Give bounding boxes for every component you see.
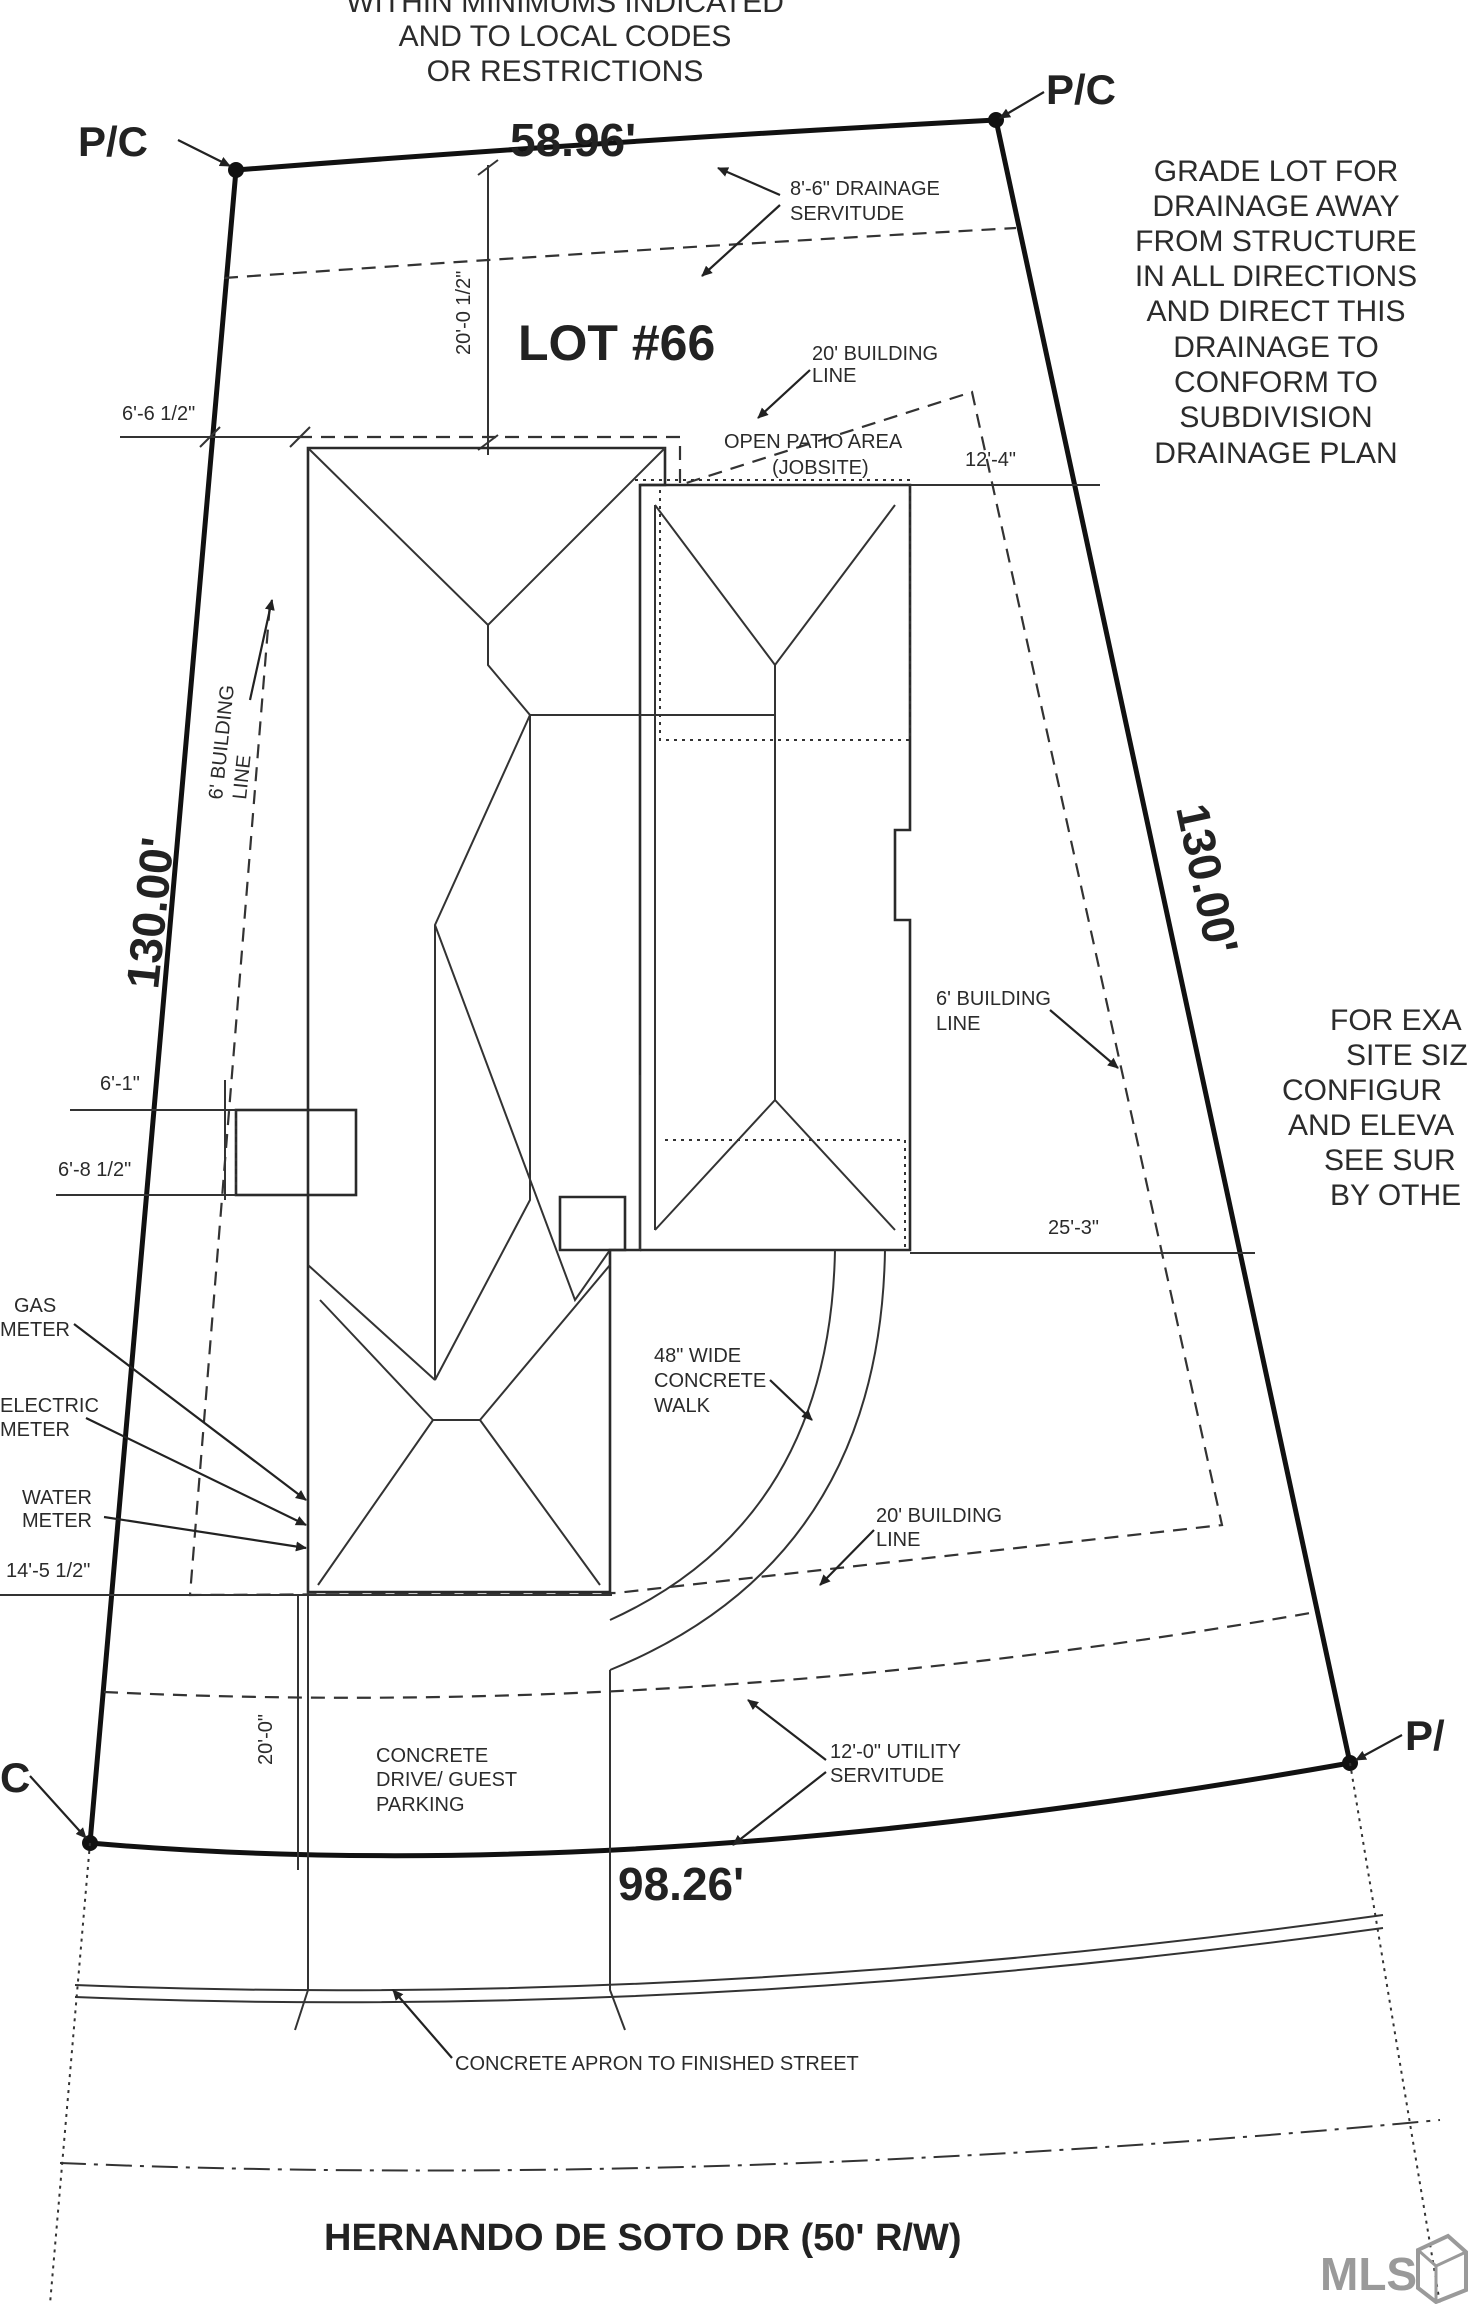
label-building-line-6-right-1: 6' BUILDING: [936, 988, 1051, 1010]
label-building-line-6-left-2: LINE: [229, 754, 256, 801]
svg-text:CONFIGUR: CONFIGUR: [1282, 1074, 1442, 1107]
drainage-servitude-line: [223, 226, 1017, 280]
svg-text:CONFORM TO: CONFORM TO: [1174, 366, 1378, 399]
pc-label-top-right: P/C: [1046, 66, 1116, 113]
svg-text:WITHIN MINIMUMS INDICATED: WITHIN MINIMUMS INDICATED: [346, 0, 784, 19]
dim-patio-right: 12'-4": [965, 449, 1016, 471]
label-gas-meter-2: METER: [0, 1319, 70, 1341]
grade-note: GRADE LOT FOR DRAINAGE AWAY FROM STRUCTU…: [1135, 155, 1417, 470]
label-drive-3: PARKING: [376, 1794, 465, 1816]
label-open-patio-2: (JOBSITE): [772, 457, 869, 479]
dim-left-61: 6'-1": [100, 1073, 140, 1095]
walk-curve-inner: [609, 1249, 836, 1621]
svg-text:FOR EXA: FOR EXA: [1330, 1004, 1462, 1037]
label-building-line-20-bottom-2: LINE: [876, 1529, 920, 1551]
svg-text:SUBDIVISION: SUBDIVISION: [1179, 401, 1372, 434]
lot-boundary: [87, 117, 1353, 1859]
curb-line-1: [74, 1914, 1384, 1992]
dim-left-side: 130.00': [116, 835, 184, 991]
label-utility-servitude-1: 12'-0" UTILITY: [830, 1741, 961, 1763]
label-walk-2: CONCRETE: [654, 1370, 766, 1392]
curb-line-2: [74, 1927, 1384, 2004]
driveway-left-edge: [294, 1592, 309, 2031]
label-building-line-20-top-1: 20' BUILDING: [812, 343, 938, 365]
label-building-line-20-top-2: LINE: [812, 365, 856, 387]
driveway-right-edge: [609, 1670, 626, 2031]
utility-servitude-line: [103, 1610, 1317, 1699]
label-water-meter-1: WATER: [22, 1487, 92, 1509]
label-drainage-servitude-1: 8'-6" DRAINAGE: [790, 178, 940, 200]
lot-label: LOT #66: [518, 315, 715, 371]
svg-text:AND DIRECT THIS: AND DIRECT THIS: [1147, 295, 1406, 328]
svg-text:DRAINAGE TO: DRAINAGE TO: [1173, 331, 1379, 364]
svg-text:IN ALL DIRECTIONS: IN ALL DIRECTIONS: [1135, 260, 1417, 293]
svg-text:MLS: MLS: [1320, 2248, 1417, 2300]
label-walk-3: WALK: [654, 1395, 711, 1417]
label-drive-1: CONCRETE: [376, 1745, 488, 1767]
label-gas-meter-1: GAS: [14, 1295, 56, 1317]
dim-front-top: 58.96': [510, 114, 636, 166]
pc-arrow-bottom-left: [29, 1775, 87, 1839]
pc-label-top-left: P/C: [78, 118, 148, 165]
top-note: WITHIN MINIMUMS INDICATED AND TO LOCAL C…: [346, 0, 784, 88]
mls-logo: MLS: [1320, 2233, 1468, 2304]
dim-right-253: 25'-3": [1048, 1217, 1099, 1239]
svg-text:DRAINAGE PLAN: DRAINAGE PLAN: [1154, 437, 1397, 470]
svg-text:SITE SIZ: SITE SIZ: [1346, 1039, 1468, 1072]
house-footprint: [306, 446, 912, 1594]
label-street: HERNANDO DE SOTO DR (50' R/W): [324, 2217, 961, 2259]
pc-label-bottom-left: C: [0, 1754, 30, 1801]
label-building-line-20-bottom-1: 20' BUILDING: [876, 1505, 1002, 1527]
label-apron: CONCRETE APRON TO FINISHED STREET: [455, 2053, 859, 2075]
svg-text:FROM STRUCTURE: FROM STRUCTURE: [1135, 225, 1417, 258]
svg-text:DRAINAGE AWAY: DRAINAGE AWAY: [1152, 190, 1399, 223]
survey-note: FOR EXA SITE SIZ CONFIGUR AND ELEVA SEE …: [1282, 1004, 1468, 1212]
walk-curve-outer: [609, 1249, 886, 1671]
dim-left-68: 6'-8 1/2": [58, 1159, 131, 1181]
label-walk-1: 48" WIDE: [654, 1345, 741, 1367]
label-building-line-6-right-2: LINE: [936, 1013, 980, 1035]
open-patio-area: [635, 479, 911, 741]
pc-arrow-top-left: [177, 139, 231, 167]
svg-text:BY OTHE: BY OTHE: [1330, 1179, 1461, 1212]
corner-point-top-right: [988, 112, 1004, 128]
label-electric-meter-2: METER: [0, 1419, 70, 1441]
label-water-meter-2: METER: [22, 1510, 92, 1532]
corner-point-top-left: [228, 162, 244, 178]
svg-text:GRADE LOT FOR: GRADE LOT FOR: [1154, 155, 1398, 188]
label-open-patio-1: OPEN PATIO AREA: [724, 431, 903, 453]
street-centerline: [59, 2119, 1441, 2172]
right-of-way-right: [1349, 1762, 1441, 2304]
svg-text:SEE SUR: SEE SUR: [1324, 1144, 1456, 1177]
label-drainage-servitude-2: SERVITUDE: [790, 203, 904, 225]
svg-text:AND ELEVA: AND ELEVA: [1288, 1109, 1454, 1142]
dim-rear-bottom: 98.26': [618, 1858, 744, 1910]
right-of-way-left: [49, 1842, 91, 2304]
label-drive-2: DRIVE/ GUEST: [376, 1769, 517, 1791]
pc-arrow-top-right: [999, 91, 1045, 119]
side-box: [234, 1108, 358, 1197]
dim-right-side: 130.00': [1166, 799, 1248, 958]
dim-setback-top: 20'-0 1/2": [453, 271, 475, 355]
dim-setback-bottom: 20'-0": [255, 1714, 277, 1765]
label-utility-servitude-2: SERVITUDE: [830, 1765, 944, 1787]
dim-setback-left-top: 6'-6 1/2": [122, 403, 195, 425]
svg-text:OR RESTRICTIONS: OR RESTRICTIONS: [427, 55, 704, 88]
svg-text:AND TO LOCAL CODES: AND TO LOCAL CODES: [399, 20, 732, 53]
label-electric-meter-1: ELECTRIC: [0, 1395, 99, 1417]
pc-label-bottom-right: P/: [1405, 1712, 1445, 1759]
patio-rear-dotted: [665, 1139, 906, 1250]
pc-arrow-bottom-right: [1355, 1734, 1403, 1761]
dim-left-145: 14'-5 1/2": [6, 1560, 90, 1582]
